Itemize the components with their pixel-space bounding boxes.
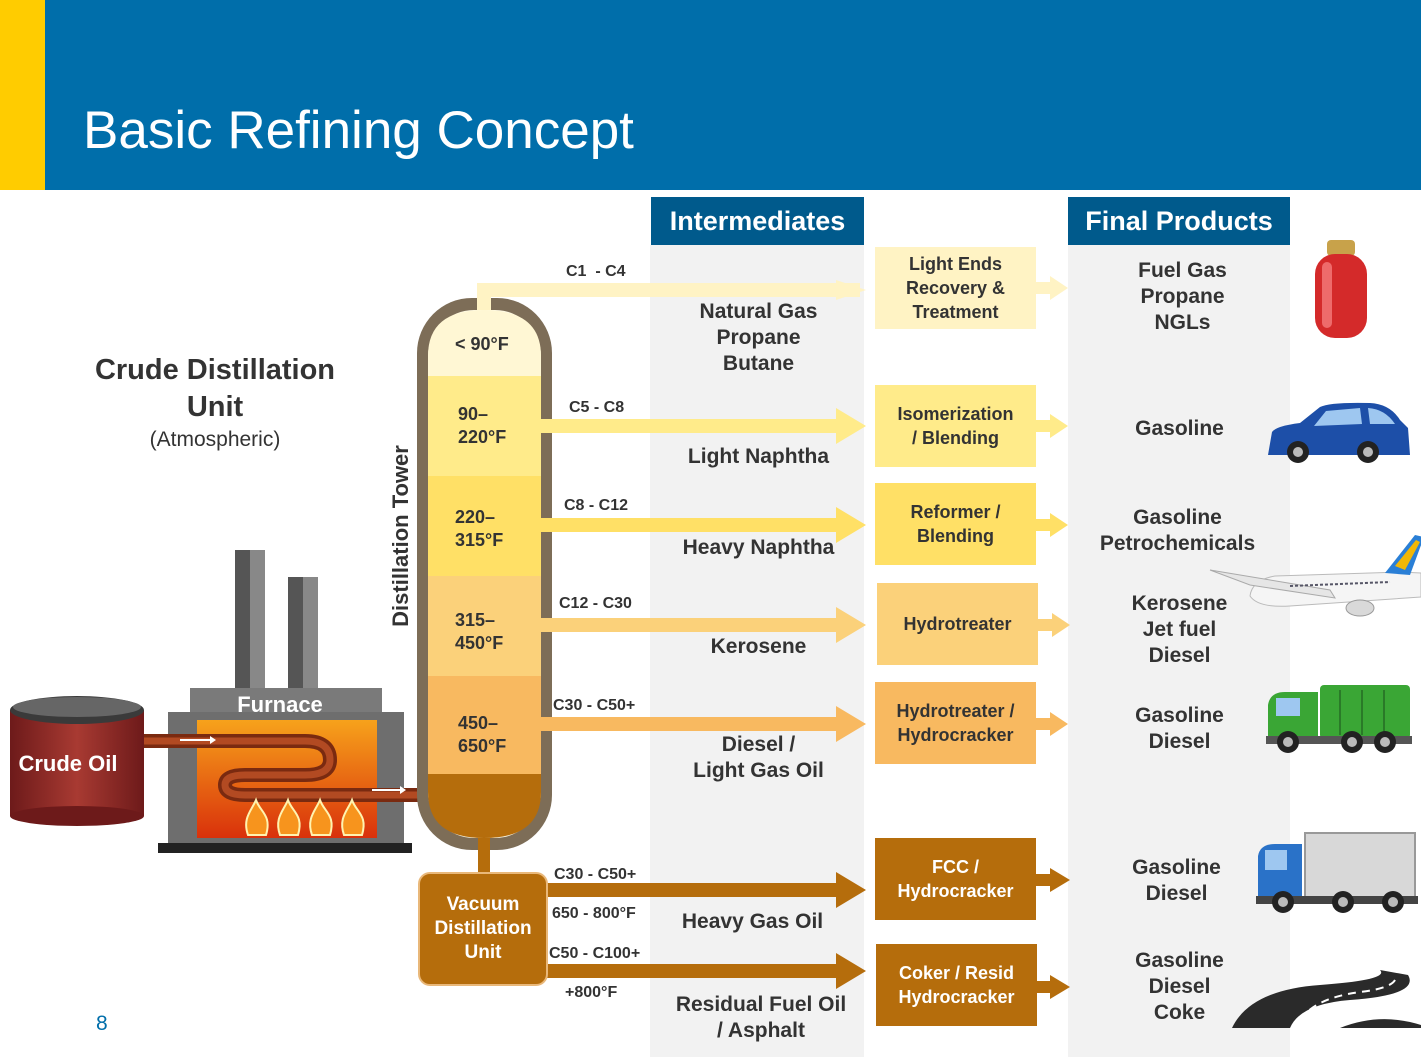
crude-oil-label: Crude Oil: [18, 751, 118, 776]
process-box-light-ends: Light Ends Recovery & Treatment: [875, 247, 1036, 329]
intermediate-label: Residual Fuel Oil / Asphalt: [675, 993, 847, 1042]
temp-label: 90– 220°F: [458, 404, 507, 447]
airplane-icon: [1209, 535, 1421, 617]
vacuum-distillation-unit: Vacuum Distillation Unit: [418, 872, 548, 986]
intermediate-label: Kerosene: [710, 635, 807, 658]
vacuum-temp-label: 650 - 800°F: [552, 905, 636, 922]
product-arrows: [1036, 276, 1070, 999]
process-box-reformer: Reformer / Blending: [875, 483, 1036, 565]
title-bar: [0, 0, 1421, 190]
furnace-label: Furnace: [237, 692, 323, 717]
fraction-arrows: [518, 280, 866, 989]
crude-oil-tank-icon: [10, 696, 144, 826]
page-number: 8: [96, 1012, 108, 1035]
process-box-hydrotreater-hydrocracker: Hydrotreater / Hydrocracker: [875, 682, 1036, 764]
intermediate-label: Heavy Gas Oil: [681, 910, 824, 933]
carbon-range-label: C12 - C30: [559, 595, 632, 612]
car-icon: [1268, 402, 1410, 463]
carbon-range-label: C8 - C12: [564, 497, 629, 514]
vacuum-temp-label: +800°F: [565, 984, 618, 1001]
cdu-title: Crude Distillation Unit: [94, 354, 336, 423]
accent-stripe: [0, 0, 45, 190]
final-product-label: Gasoline Diesel Coke: [1135, 949, 1224, 1024]
slide-title: Basic Refining Concept: [83, 101, 634, 160]
flames-icon: [245, 797, 365, 836]
tower-section-1: [428, 310, 541, 376]
intermediate-label: Natural Gas Propane Butane: [699, 300, 818, 375]
carbon-range-label: C30 - C50+: [553, 697, 636, 714]
intermediate-label: Diesel / Light Gas Oil: [693, 733, 824, 782]
process-box-isomerization: Isomerization / Blending: [875, 385, 1036, 467]
garbage-truck-icon: [1266, 685, 1412, 753]
carbon-range-label: C30 - C50+: [554, 866, 637, 883]
final-product-label: Fuel Gas Propane NGLs: [1138, 259, 1227, 334]
final-product-label: Gasoline Petrochemicals: [1099, 506, 1256, 555]
final-products-column: [1068, 245, 1290, 1057]
final-products-header: Final Products: [1068, 197, 1290, 245]
intermediate-label: Light Naphtha: [687, 445, 830, 468]
final-product-label: Gasoline Diesel: [1135, 704, 1224, 753]
temp-label: 315– 450°F: [455, 610, 504, 653]
tower-bottoms: [428, 774, 541, 838]
intermediates-column: [650, 245, 864, 1057]
carbon-range-label: C50 - C100+: [549, 945, 641, 962]
final-product-label: Gasoline: [1135, 417, 1224, 440]
final-product-label: Gasoline Diesel: [1132, 856, 1221, 905]
process-box-fcc: FCC / Hydrocracker: [875, 838, 1036, 920]
carbon-range-label: C5 - C8: [569, 399, 625, 416]
final-product-label: Kerosene Jet fuel Diesel: [1131, 592, 1228, 667]
temp-label: < 90°F: [455, 334, 509, 354]
carbon-range-label: C1 - C4: [566, 263, 626, 280]
propane-tank-icon: [1315, 240, 1367, 338]
box-truck-icon: [1256, 832, 1418, 913]
temp-label: 450– 650°F: [458, 713, 507, 756]
temp-label: 220– 315°F: [455, 507, 504, 550]
distillation-tower-label: Distillation Tower: [388, 445, 413, 627]
cdu-subtitle: (Atmospheric): [149, 428, 281, 451]
intermediates-header: Intermediates: [651, 197, 864, 245]
process-box-hydrotreater: Hydrotreater: [877, 583, 1038, 665]
intermediate-label: Heavy Naphtha: [682, 536, 835, 559]
road-icon: [1232, 970, 1421, 1028]
process-box-coker: Coker / Resid Hydrocracker: [876, 944, 1037, 1026]
